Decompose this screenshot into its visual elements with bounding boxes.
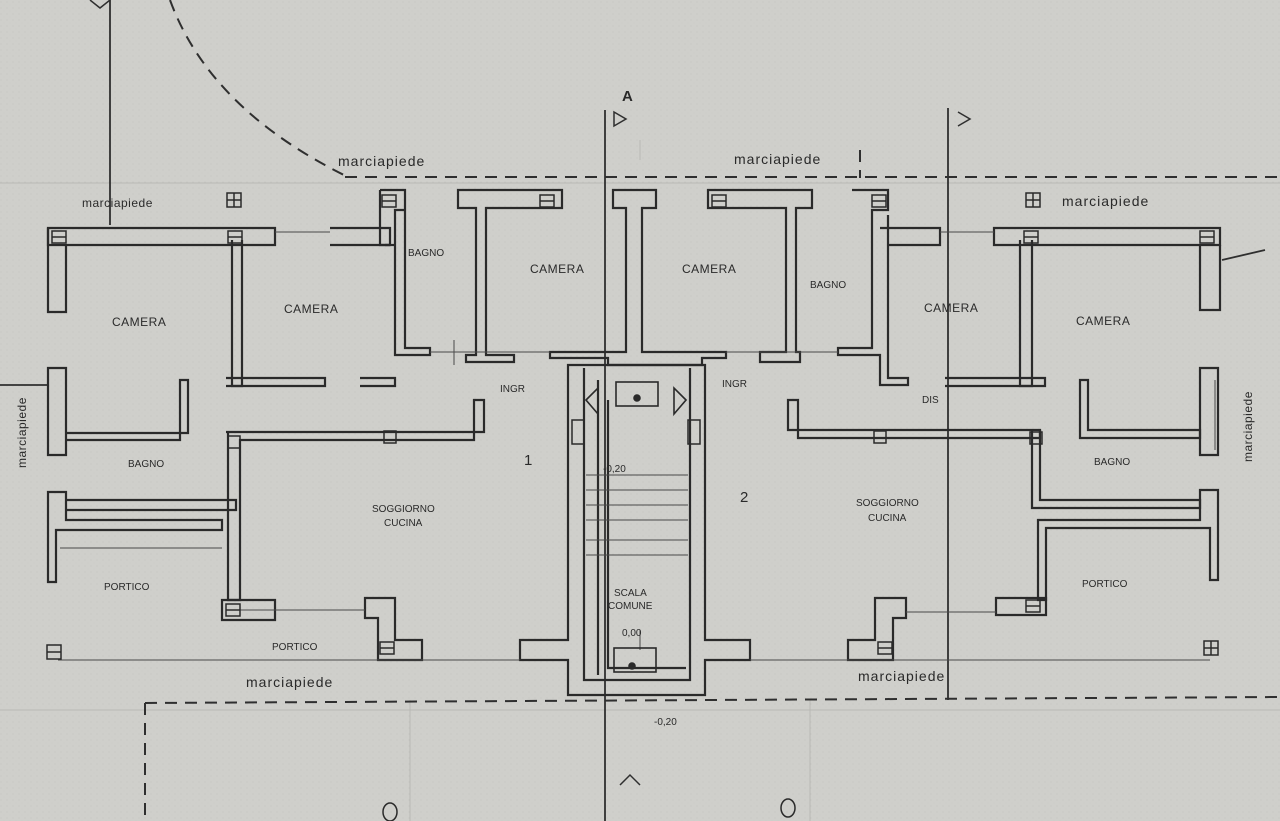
section-arrow-a bbox=[613, 110, 628, 128]
apt2-bagno-top-label: BAGNO bbox=[810, 280, 846, 291]
apt2-camera-mid-label: CAMERA bbox=[924, 301, 978, 315]
section-axis-label: A bbox=[622, 88, 633, 105]
marciapiede-upper-right-label: marciapiede bbox=[1062, 193, 1149, 209]
apt1-soggiorno-label: SOGGIORNO bbox=[372, 504, 435, 515]
thin-lines bbox=[58, 231, 1216, 661]
apt1-cucina-label: CUCINA bbox=[384, 518, 423, 529]
apt1-portico-front-label: PORTICO bbox=[272, 642, 318, 653]
background-lines bbox=[0, 140, 1280, 821]
apt1-camera-center-label: CAMERA bbox=[530, 262, 584, 276]
walls bbox=[46, 188, 1222, 697]
pillar-top-right bbox=[1025, 192, 1041, 208]
section-arrow-top bbox=[89, 0, 111, 9]
marciapiede-upper-left-label: marciapiede bbox=[82, 196, 153, 210]
bottom-partial-marks bbox=[382, 798, 796, 821]
pillar-bottom-right bbox=[1203, 640, 1219, 656]
apt1-portico-left-label: PORTICO bbox=[104, 582, 150, 593]
apt2-ingresso-label: INGR bbox=[722, 379, 747, 390]
marciapiede-bottom-right-label: marciapiede bbox=[858, 668, 945, 684]
stair-scala-label: SCALA bbox=[614, 588, 647, 599]
apt2-camera-center-label: CAMERA bbox=[682, 262, 736, 276]
stair-level-top: -0,20 bbox=[603, 464, 626, 475]
apt1-ingresso-label: INGR bbox=[500, 384, 525, 395]
apt1-number-label: 1 bbox=[524, 452, 532, 469]
section-arrow-b bbox=[957, 111, 972, 127]
apt1-camera-left-label: CAMERA bbox=[112, 315, 166, 329]
apt2-bagno-bottom-label: BAGNO bbox=[1094, 457, 1130, 468]
marciapiede-left-side-label: marciapiede bbox=[15, 397, 29, 468]
apt1-bagno-bottom-label: BAGNO bbox=[128, 459, 164, 470]
apt2-number-label: 2 bbox=[740, 489, 748, 506]
marciapiede-top-left-label: marciapiede bbox=[338, 153, 425, 169]
marciapiede-bottom-left-label: marciapiede bbox=[246, 674, 333, 690]
apt1-bagno-top-label: BAGNO bbox=[408, 248, 444, 259]
stair-level-bottom: 0,00 bbox=[622, 628, 642, 639]
apt1-camera-mid-label: CAMERA bbox=[284, 302, 338, 316]
axis-label-group: A bbox=[622, 88, 633, 105]
pillar-top-left bbox=[226, 192, 242, 208]
apt2-camera-right-label: CAMERA bbox=[1076, 314, 1130, 328]
stair-symbols bbox=[584, 381, 688, 673]
section-arrow-bottom bbox=[619, 773, 641, 786]
apt2-cucina-label: CUCINA bbox=[868, 513, 907, 524]
apt2-disimpegno-label: DIS bbox=[922, 395, 939, 406]
stair-level-outside: -0,20 bbox=[654, 717, 677, 728]
stair-comune-label: COMUNE bbox=[608, 601, 653, 612]
pillar-bottom-left bbox=[46, 644, 62, 660]
apt2-soggiorno-label: SOGGIORNO bbox=[856, 498, 919, 509]
site-boundary-dashed bbox=[144, 0, 1280, 821]
apt2-portico-right-label: PORTICO bbox=[1082, 579, 1128, 590]
marciapiede-right-side-label: marciapiede bbox=[1241, 391, 1255, 462]
marciapiede-top-center-label: marciapiede bbox=[734, 151, 821, 167]
pillar-symbols bbox=[46, 192, 1219, 660]
